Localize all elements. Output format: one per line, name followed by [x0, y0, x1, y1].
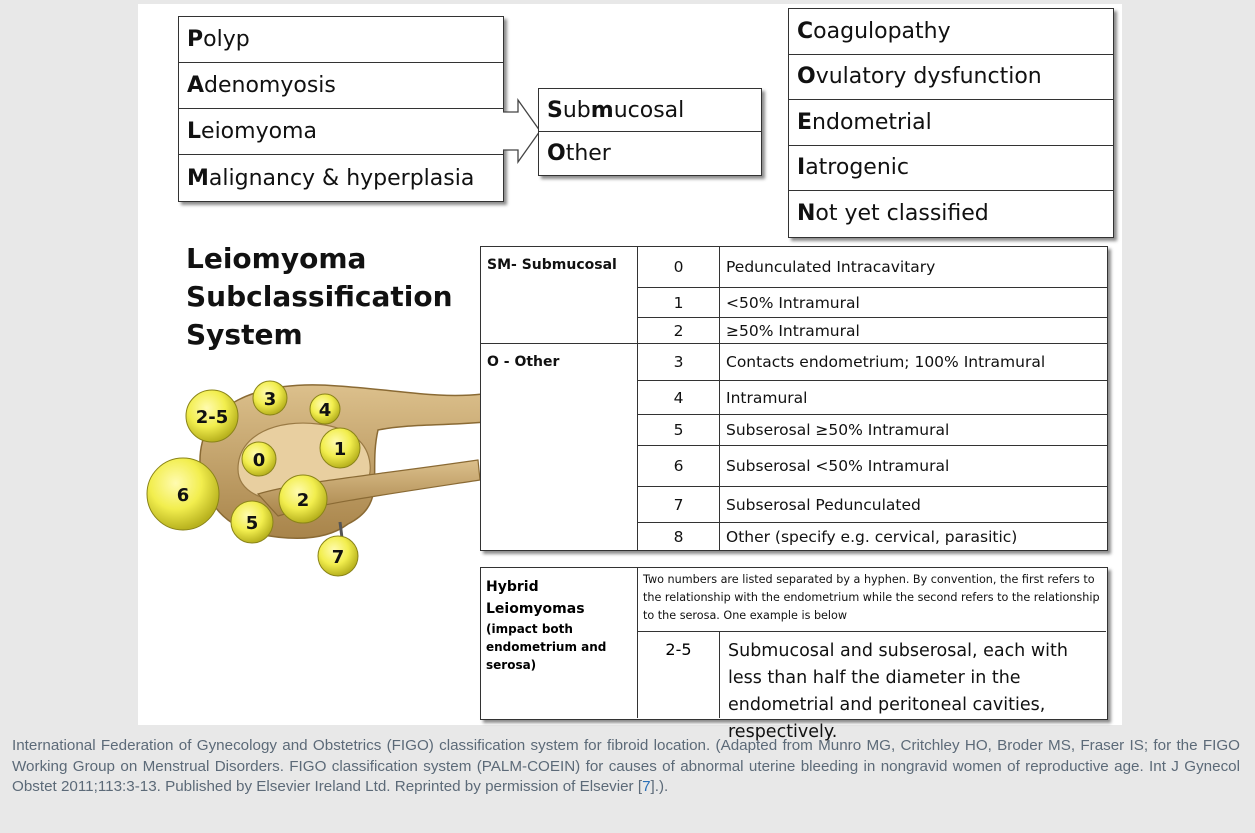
- fibroid-5: 5: [230, 500, 274, 544]
- table-row: 1 <50% Intramural: [481, 287, 1108, 318]
- reference-link[interactable]: 7: [642, 778, 651, 795]
- fibroid-2: 2: [278, 474, 328, 524]
- svg-text:7: 7: [332, 547, 345, 568]
- svg-text:5: 5: [246, 513, 259, 534]
- fibroid-1: 1: [319, 427, 361, 469]
- fibroid-0: 0: [241, 441, 277, 477]
- fibroid-3: 3: [252, 380, 288, 416]
- svg-text:2-5: 2-5: [196, 407, 229, 428]
- hybrid-code: 2-5: [638, 632, 720, 718]
- category-submucosal: SM- Submucosal: [480, 246, 638, 344]
- svg-text:1: 1: [334, 439, 347, 460]
- table-row: 7 Subserosal Pedunculated: [481, 486, 1108, 523]
- fibroid-6: 6: [146, 457, 220, 531]
- svg-text:0: 0: [253, 450, 266, 471]
- svg-text:2: 2: [297, 490, 310, 511]
- table-row: 4 Intramural: [481, 380, 1108, 415]
- leiomyoma-classification-table: SM- Submucosal 0 Pedunculated Intracavit…: [480, 246, 1108, 551]
- subclassification-title: Leiomyoma Subclassification System: [186, 242, 453, 351]
- hybrid-label: Hybrid Leiomyomas (impact both endometri…: [481, 568, 638, 718]
- fibroid-2-5: 2-5: [185, 389, 239, 443]
- table-row: 6 Subserosal <50% Intramural: [481, 445, 1108, 487]
- svg-text:3: 3: [264, 389, 277, 410]
- category-other: O - Other: [480, 343, 638, 551]
- table-row: 8 Other (specify e.g. cervical, parasiti…: [481, 522, 1108, 551]
- svg-text:6: 6: [177, 485, 190, 506]
- table-row: SM- Submucosal 0 Pedunculated Intracavit…: [480, 246, 1108, 344]
- table-row: O - Other 3 Contacts endometrium; 100% I…: [480, 343, 1108, 551]
- hybrid-description: Submucosal and subserosal, each with les…: [728, 641, 1068, 742]
- uterus-fibroid-illustration: 2-5 3 4 0 1 6 2 5 7: [146, 380, 487, 577]
- fibroid-7: 7: [317, 535, 359, 577]
- hybrid-leiomyoma-box: Hybrid Leiomyomas (impact both endometri…: [480, 567, 1108, 742]
- hybrid-note: Two numbers are listed separated by a hy…: [638, 568, 1106, 632]
- fibroid-4: 4: [309, 393, 341, 425]
- svg-text:4: 4: [319, 400, 332, 421]
- figure-caption: International Federation of Gynecology a…: [12, 737, 1240, 795]
- table-row: 2 ≥50% Intramural: [481, 317, 1108, 344]
